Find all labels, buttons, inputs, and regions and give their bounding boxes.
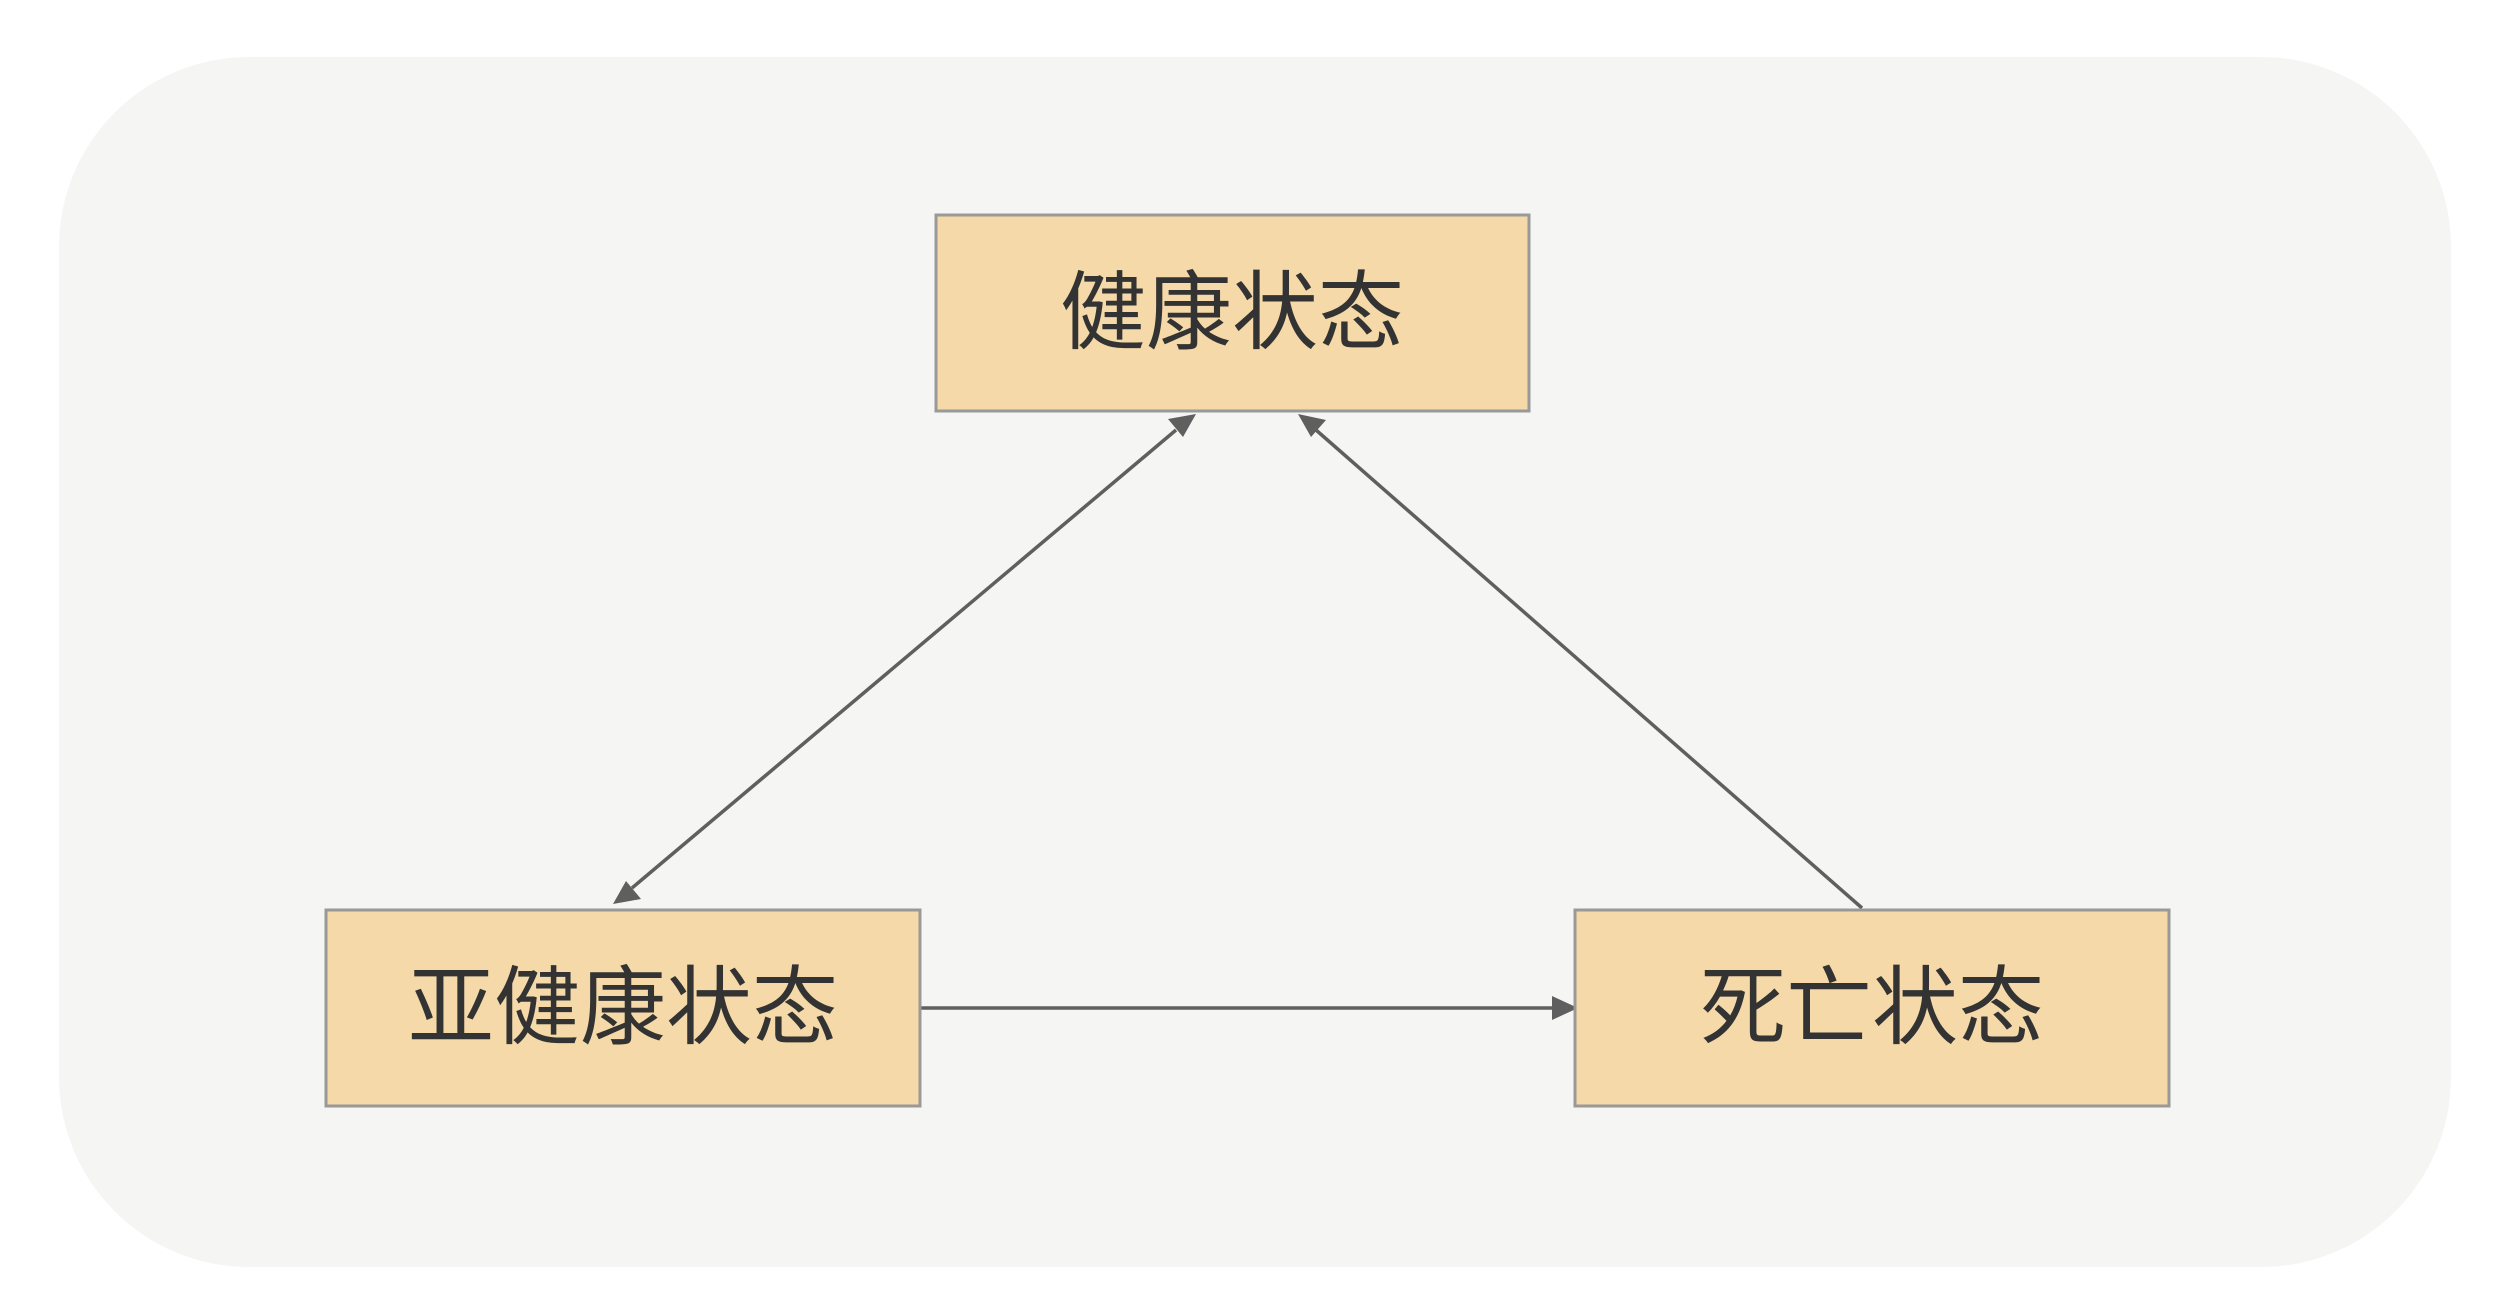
edge-dead-healthy — [1314, 428, 1864, 910]
arrowhead-to-dead — [1552, 996, 1578, 1020]
arrowhead-to-subhealthy — [613, 881, 641, 904]
edge-healthy-subhealthy — [630, 428, 1178, 890]
node-subhealthy[interactable]: 亚健康状态 — [324, 908, 922, 1108]
arrowhead-to-healthy-left — [1168, 414, 1196, 437]
node-label-healthy: 健康状态 — [1060, 263, 1404, 363]
node-healthy[interactable]: 健康状态 — [934, 213, 1531, 413]
arrowhead-to-healthy-right — [1298, 414, 1326, 437]
node-label-dead: 死亡状态 — [1700, 958, 2044, 1058]
edges — [613, 414, 1864, 1020]
node-label-subhealthy: 亚健康状态 — [408, 958, 838, 1058]
node-dead[interactable]: 死亡状态 — [1573, 908, 2171, 1108]
